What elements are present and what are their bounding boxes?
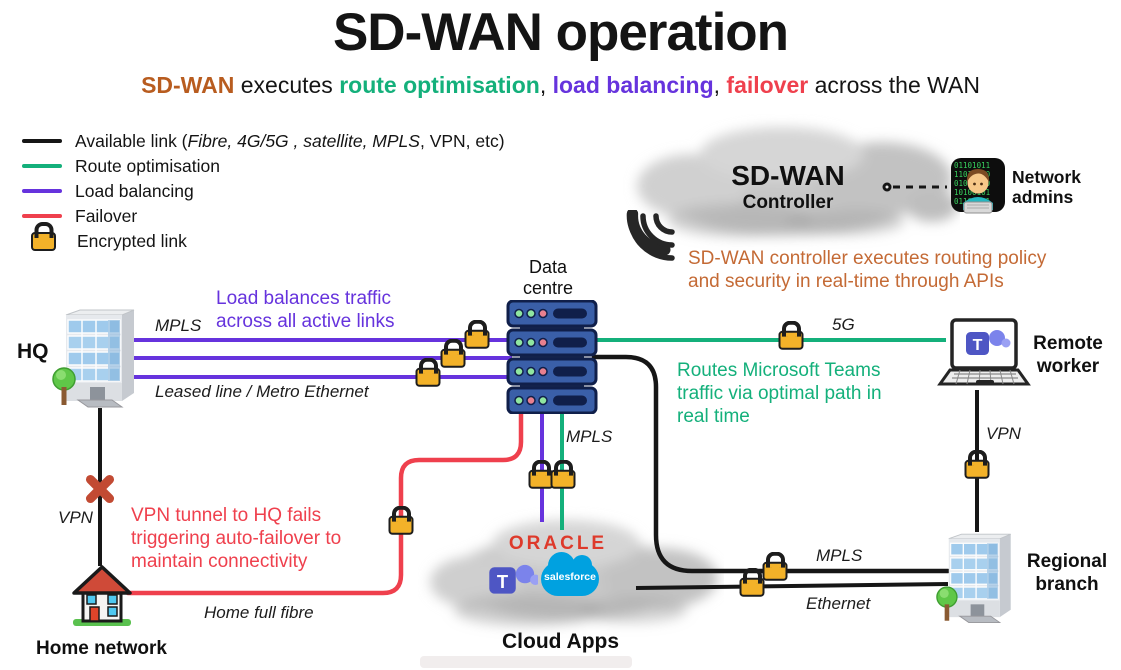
branch-ethernet-link	[635, 582, 949, 590]
home-fibre-label: Home full fibre	[204, 603, 314, 622]
failover-annotation: VPN tunnel to HQ fails triggering auto-f…	[131, 505, 342, 572]
subtitle-brand: SD-WAN	[141, 72, 235, 98]
regional-branch-label: Regional branch	[1026, 551, 1108, 595]
teams-logo-icon: T	[489, 564, 538, 594]
legend: Available link (Fibre, 4G/5G , satellite…	[22, 131, 505, 251]
data-centre-label: Data centre	[522, 257, 574, 298]
page-title: SD-WAN operation	[332, 3, 789, 62]
lock-icon	[31, 231, 56, 251]
lock-icon	[762, 561, 788, 581]
server-rack-icon	[506, 300, 598, 414]
dc-branch-mpls-link	[591, 354, 951, 574]
svg-text:T: T	[497, 571, 509, 592]
salesforce-logo-icon: salesforce	[541, 552, 599, 596]
hq-mpls-label: MPLS	[155, 316, 202, 335]
branch-mpls-label: MPLS	[816, 546, 863, 565]
legend-load-balancing: Load balancing	[22, 181, 505, 201]
lock-icon	[440, 348, 466, 368]
legend-available-link: Available link (Fibre, 4G/5G , satellite…	[22, 131, 505, 151]
lock-icon	[464, 329, 490, 349]
legend-route-optimisation: Route optimisation	[22, 156, 505, 176]
branch-ethernet-label: Ethernet	[806, 594, 871, 613]
controller-name: SD-WAN	[731, 160, 845, 191]
bottom-artifact	[420, 656, 632, 668]
lock-icon	[415, 367, 441, 387]
purple-line-swatch	[22, 189, 62, 193]
hq-leased-label: Leased line / Metro Ethernet	[155, 382, 369, 401]
office-building-icon	[936, 533, 1011, 624]
failover-home-fibre-link	[125, 405, 524, 596]
network-admins-label: Network admins	[1012, 167, 1082, 207]
failed-link-x-icon	[82, 471, 118, 507]
page-subtitle: SD-WAN executes route optimisation, load…	[141, 72, 980, 98]
black-line-swatch	[22, 139, 62, 143]
lock-icon	[778, 330, 804, 350]
subtitle-route: route optimisation	[339, 72, 540, 98]
laptop-icon: T	[937, 318, 1031, 386]
office-building-icon	[52, 309, 135, 408]
route-optimisation-annotation: Routes Microsoft Teams traffic via optim…	[677, 360, 882, 427]
svg-text:01101011: 01101011	[954, 161, 990, 170]
home-network-label: Home network	[36, 638, 167, 659]
legend-encrypted-link: Encrypted link	[22, 231, 505, 251]
subtitle-load: load balancing	[552, 72, 714, 98]
hq-vpn-label: VPN	[58, 508, 93, 527]
legend-failover: Failover	[22, 206, 505, 226]
green-line-swatch	[22, 164, 62, 168]
signal-waves-icon	[626, 210, 675, 261]
svg-text:T: T	[973, 337, 983, 354]
controller-annotation: SD-WAN controller executes routing polic…	[688, 248, 1047, 292]
dc-mpls-label: MPLS	[566, 427, 613, 446]
remote-vpn-label: VPN	[986, 424, 1021, 443]
red-line-swatch	[22, 214, 62, 218]
hq-label: HQ	[17, 340, 49, 363]
house-icon	[72, 565, 132, 626]
controller-role: Controller	[742, 192, 834, 213]
oracle-logo-icon: ORACLE	[508, 533, 608, 554]
teams-logo-icon: T	[966, 330, 1011, 355]
lock-icon	[550, 469, 576, 489]
five-g-label: 5G	[832, 315, 855, 334]
cloud-apps-label: Cloud Apps	[502, 630, 620, 653]
remote-worker-label: Remote worker	[1033, 333, 1103, 377]
lock-icon	[739, 577, 765, 597]
load-balancing-annotation: Load balances traffic across all active …	[216, 288, 395, 332]
svg-text:10100101: 10100101	[954, 188, 990, 197]
subtitle-fail: failover	[726, 72, 809, 98]
lock-icon	[964, 459, 990, 479]
cloud-icon	[637, 127, 958, 237]
lock-icon	[388, 515, 414, 535]
